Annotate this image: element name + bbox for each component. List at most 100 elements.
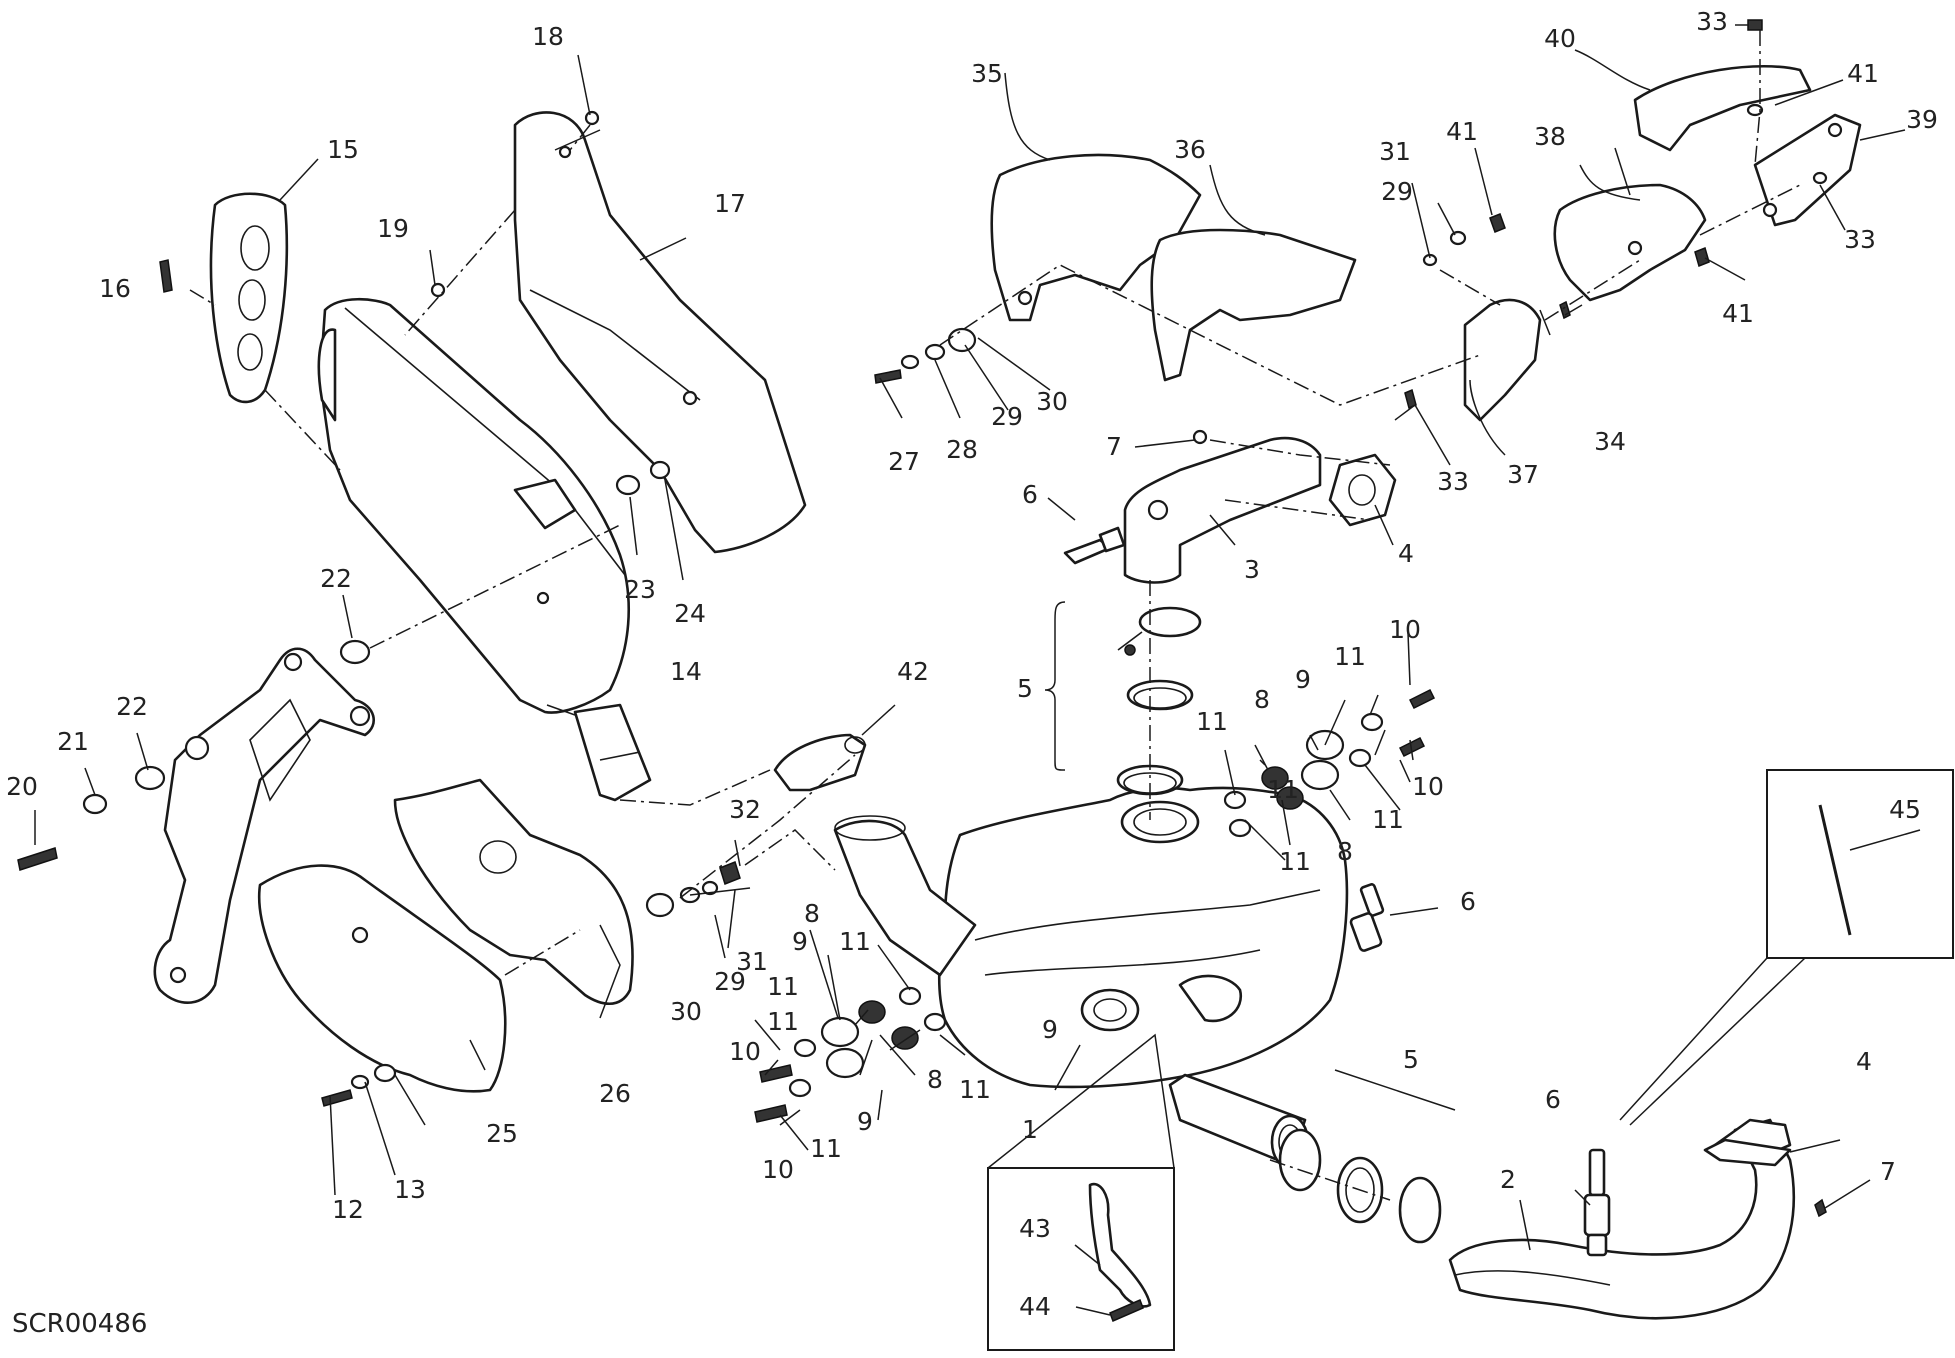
- hardware-stack-right: [1223, 688, 1436, 838]
- part-silencer-bracket: [153, 647, 375, 1005]
- callout-17: 17: [714, 189, 746, 218]
- callout-4-upper: 4: [1398, 539, 1414, 568]
- callout-26: 26: [599, 1079, 631, 1108]
- hardware-stack-20-22: [17, 639, 371, 871]
- hardware-stack-left: [754, 986, 947, 1123]
- callout-4-lower: 4: [1856, 1047, 1872, 1076]
- callout-28: 28: [946, 435, 978, 464]
- part-oxygen-sensor-right: [1349, 883, 1385, 952]
- part-heat-shield-35: [990, 153, 1202, 322]
- callout-5-lower: 5: [1403, 1045, 1419, 1074]
- callout-13: 13: [394, 1175, 426, 1204]
- callout-11-i: 11: [810, 1134, 842, 1163]
- callout-6-right: 6: [1460, 887, 1476, 916]
- callout-16: 16: [99, 274, 131, 303]
- part-heat-shield-26: [393, 778, 634, 1006]
- detail-box-45: [1619, 769, 1954, 1126]
- callout-11-h: 11: [959, 1075, 991, 1104]
- part-collector-body: [937, 786, 1349, 1089]
- callout-18: 18: [532, 22, 564, 51]
- callout-7-lower: 7: [1880, 1157, 1896, 1186]
- callout-8-c: 8: [804, 899, 820, 928]
- callout-22-b: 22: [320, 564, 352, 593]
- callout-15: 15: [327, 135, 359, 164]
- callout-19: 19: [377, 214, 409, 243]
- callout-8-b: 8: [1337, 837, 1353, 866]
- callout-3: 3: [1244, 555, 1260, 584]
- callout-39: 39: [1906, 105, 1938, 134]
- callout-21: 21: [57, 727, 89, 756]
- part-bracket-39: [1753, 113, 1862, 227]
- callout-6-lower: 6: [1545, 1085, 1561, 1114]
- drawing-code: SCR00486: [12, 1309, 147, 1339]
- hardware-stack-23-24: [615, 460, 671, 496]
- callout-42: 42: [897, 657, 929, 686]
- bracket-line-5-lower: [1334, 1069, 1456, 1111]
- callout-11-c: 11: [1372, 805, 1404, 834]
- callout-33-b: 33: [1844, 225, 1876, 254]
- callout-44: 44: [1019, 1292, 1051, 1321]
- callout-6-upper: 6: [1022, 480, 1038, 509]
- callout-9-b: 9: [792, 927, 808, 956]
- callout-27: 27: [888, 447, 920, 476]
- callout-43: 43: [1019, 1214, 1051, 1243]
- part-silencer: [317, 297, 652, 802]
- callout-45: 45: [1889, 795, 1921, 824]
- callout-11-d: 11: [1279, 847, 1311, 876]
- part-clamp-set-upper: [1116, 606, 1202, 796]
- callout-40: 40: [1544, 24, 1576, 53]
- callout-5-upper: 5: [1017, 674, 1033, 703]
- part-heat-shield-38: [1553, 183, 1707, 302]
- callout-30-b: 30: [670, 997, 702, 1026]
- part-heat-shield-25: [257, 864, 507, 1093]
- callout-11-e: 11: [839, 927, 871, 956]
- callout-36: 36: [1174, 135, 1206, 164]
- part-oxygen-sensor-lower: [1583, 1148, 1611, 1257]
- callout-11-j: 11: [1267, 775, 1299, 804]
- hardware-stack-12-13: [321, 1063, 397, 1107]
- callout-29-c: 29: [714, 967, 746, 996]
- part-header-pipe-2: [1448, 1118, 1796, 1320]
- callout-33-a: 33: [1696, 7, 1728, 36]
- callout-11-a: 11: [1334, 642, 1366, 671]
- part-heat-shield-36: [1150, 228, 1357, 382]
- part-inlet-pipe: [833, 815, 977, 977]
- part-bracket-37: [1463, 298, 1542, 422]
- callout-31-a: 31: [1379, 137, 1411, 166]
- hardware-misc: [159, 19, 1828, 1218]
- callout-1: 1: [1022, 1115, 1038, 1144]
- callout-2: 2: [1500, 1165, 1516, 1194]
- callout-14: 14: [670, 657, 702, 686]
- callout-11-f: 11: [767, 972, 799, 1001]
- callout-20: 20: [6, 772, 38, 801]
- callout-38: 38: [1534, 122, 1566, 151]
- callout-10-d: 10: [762, 1155, 794, 1184]
- callout-41-b: 41: [1446, 117, 1478, 146]
- bracket-brace-5: [1044, 601, 1066, 771]
- callout-37: 37: [1507, 460, 1539, 489]
- callout-11-b: 11: [1196, 707, 1228, 736]
- callout-24: 24: [674, 599, 706, 628]
- callout-labels: 1 2 3 4 4 5 5 6 6 6 7 7 8 8 8 8 9 9 9 9 …: [6, 7, 1938, 1321]
- callout-22-a: 22: [116, 692, 148, 721]
- part-heat-shield-muffler: [513, 111, 807, 554]
- callout-7-upper: 7: [1106, 432, 1122, 461]
- callout-41-c: 41: [1722, 299, 1754, 328]
- detail-box-43-44: [987, 1033, 1175, 1351]
- callout-12: 12: [332, 1195, 364, 1224]
- callout-10-a: 10: [1389, 615, 1421, 644]
- part-clamp-set-lower: [1278, 1128, 1442, 1244]
- callout-9-a: 9: [1295, 665, 1311, 694]
- leader-lines: [34, 24, 1921, 1316]
- part-end-cap: [209, 192, 289, 404]
- callout-25: 25: [486, 1119, 518, 1148]
- part-clamp-42: [773, 733, 867, 792]
- part-header-pipe-3: [1123, 436, 1397, 584]
- callout-9-c: 9: [857, 1107, 873, 1136]
- callout-32: 32: [729, 795, 761, 824]
- callout-35: 35: [971, 59, 1003, 88]
- callout-10-b: 10: [1412, 772, 1444, 801]
- part-guard-40: [1633, 65, 1812, 152]
- hardware-stack-27-30: [874, 327, 977, 384]
